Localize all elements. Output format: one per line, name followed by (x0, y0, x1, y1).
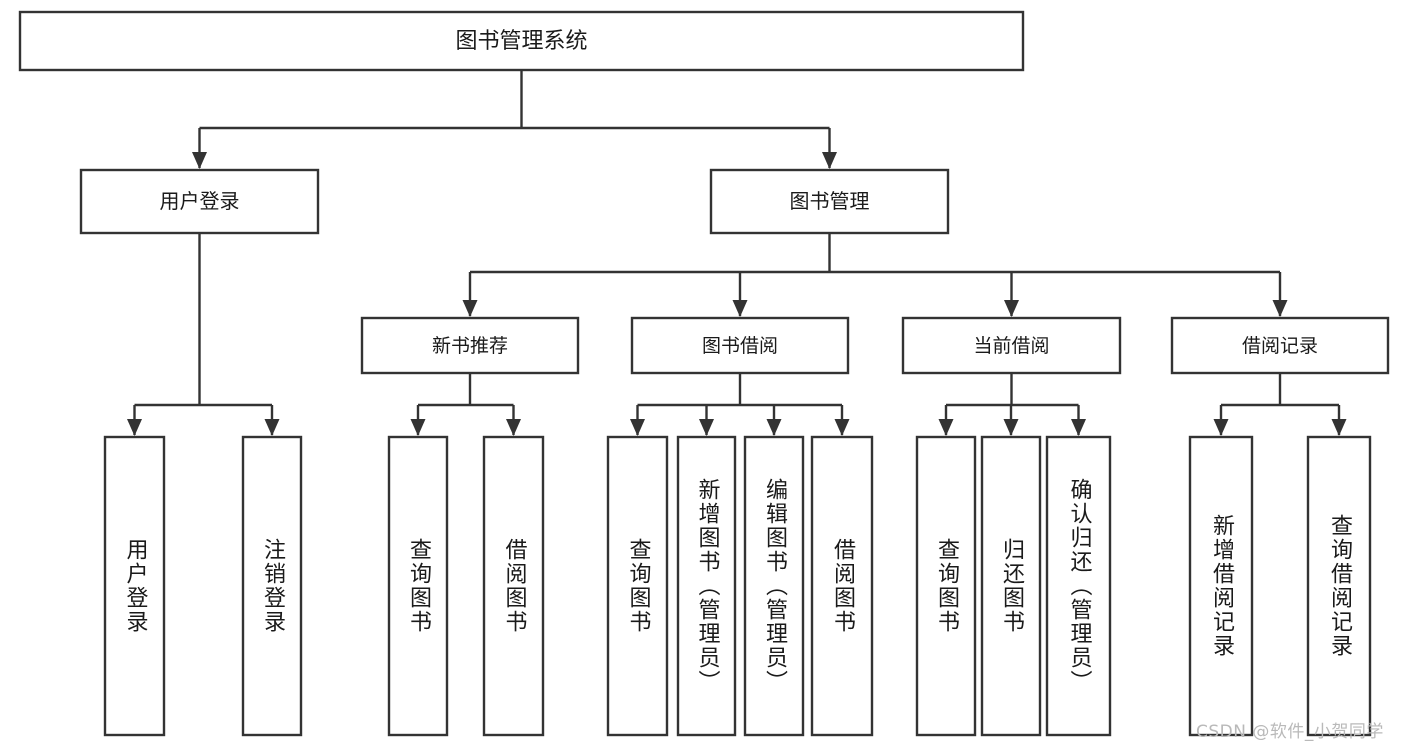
node-box-n-borrow[interactable] (630, 316, 850, 375)
node-label-n-cur: 当前借阅 (973, 335, 1049, 357)
arrow-head-icon (1331, 419, 1347, 436)
node-box-l3[interactable] (387, 435, 449, 737)
arrow-head-icon (630, 419, 645, 436)
arrow-head-icon (699, 419, 714, 436)
arrow-head-icon (410, 419, 426, 436)
node-box-n-login[interactable] (79, 168, 320, 235)
node-box-l12[interactable] (1188, 435, 1254, 737)
arrow-head-icon (822, 152, 837, 169)
node-label-n-borrow: 图书借阅 (702, 335, 778, 357)
arrow-head-icon (732, 300, 748, 317)
node-box-l11[interactable] (1045, 435, 1112, 737)
node-box-l6[interactable] (676, 435, 737, 737)
node-box-root[interactable] (18, 10, 1025, 72)
node-box-l1[interactable] (103, 435, 166, 737)
arrow-head-icon (834, 419, 850, 436)
arrow-head-icon (462, 300, 478, 317)
node-label-n-login: 用户登录 (160, 189, 240, 213)
arrow-head-icon (192, 152, 207, 169)
node-box-layer (18, 10, 1390, 737)
node-box-n-new[interactable] (360, 316, 580, 375)
node-box-n-cur[interactable] (901, 316, 1122, 375)
node-box-l9[interactable] (915, 435, 977, 737)
node-label-n-rec: 借阅记录 (1242, 335, 1318, 357)
arrow-head-icon (1272, 300, 1288, 317)
node-box-l4[interactable] (482, 435, 545, 737)
arrow-head-icon (1213, 419, 1229, 436)
arrow-head-icon (1004, 300, 1019, 317)
arrow-head-icon (264, 419, 280, 436)
node-box-l10[interactable] (980, 435, 1042, 737)
connector-layer (127, 70, 1347, 436)
node-label-root: 图书管理系统 (455, 29, 587, 54)
node-label-n-new: 新书推荐 (432, 335, 508, 357)
node-box-l7[interactable] (743, 435, 805, 737)
arrow-head-icon (1071, 419, 1086, 436)
arrow-head-icon (1003, 419, 1019, 436)
arrow-head-icon (506, 419, 521, 436)
node-box-l2[interactable] (241, 435, 303, 737)
csdn-watermark: CSDN @软件_小贺同学 (1196, 722, 1384, 742)
node-box-n-book[interactable] (709, 168, 950, 235)
node-box-l5[interactable] (606, 435, 669, 737)
node-box-l13[interactable] (1306, 435, 1372, 737)
node-label-n-book: 图书管理 (790, 189, 870, 213)
arrow-head-icon (766, 419, 782, 436)
node-box-l8[interactable] (810, 435, 874, 737)
node-box-n-rec[interactable] (1170, 316, 1390, 375)
arrow-head-icon (938, 419, 954, 436)
arrow-head-icon (127, 419, 142, 436)
